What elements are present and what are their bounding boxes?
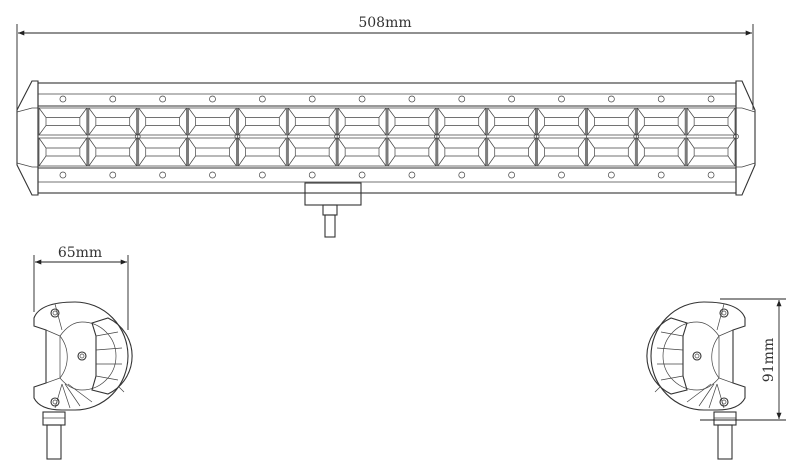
led-reflector: [287, 137, 337, 167]
led-reflector: [587, 107, 636, 136]
height-label: 91mm: [761, 338, 777, 382]
screw-hole-bottom: [109, 171, 117, 179]
screw-hole-top: [608, 95, 615, 103]
screw-hole-top: [657, 95, 665, 103]
screw-hole-bottom: [59, 171, 67, 179]
screw-hole-top: [308, 95, 316, 103]
led-reflector: [636, 137, 686, 167]
led-reflector: [138, 137, 187, 167]
led-reflector: [287, 107, 337, 136]
screw-hole-top: [458, 95, 466, 103]
screw-hole-bottom: [358, 171, 366, 179]
led-reflector: [437, 107, 487, 136]
left-end-cap: [16, 80, 39, 196]
led-reflector: [537, 107, 586, 136]
left-side-view: [33, 301, 133, 460]
led-reflector: [138, 107, 187, 136]
screw-hole-bottom: [608, 171, 615, 179]
led-reflector: [337, 137, 387, 167]
led-reflector: [188, 107, 237, 136]
screw-hole-top: [109, 95, 117, 103]
led-reflector: [636, 107, 686, 136]
front-view: [16, 80, 756, 238]
led-reflector: [387, 107, 437, 136]
led-modules: [37, 95, 739, 179]
screw-hole-bottom: [558, 171, 565, 179]
screw-hole-bottom: [508, 171, 515, 179]
led-reflector: [38, 107, 88, 136]
screw-hole-bottom: [458, 171, 466, 179]
led-reflector: [587, 137, 636, 167]
led-reflector: [238, 137, 287, 167]
screw-hole-bottom: [308, 171, 316, 179]
depth-label: 65mm: [58, 245, 102, 261]
screw-hole-bottom: [259, 171, 266, 179]
screw-hole-bottom: [657, 171, 665, 179]
screw-hole-top: [508, 95, 515, 103]
screw-hole-bottom: [408, 171, 416, 179]
led-reflector: [487, 107, 536, 136]
screw-hole-top: [259, 95, 266, 103]
screw-hole-top: [159, 95, 166, 103]
led-reflector: [88, 137, 138, 167]
led-reflector: [437, 137, 487, 167]
led-reflector: [38, 137, 88, 167]
length-dimension: 508mm: [16, 15, 754, 110]
right-end-cap: [735, 80, 756, 196]
mounting-bolt: [324, 214, 336, 238]
led-reflector: [238, 107, 287, 136]
height-dimension: 91mm: [700, 298, 786, 421]
led-reflector: [686, 137, 736, 167]
screw-hole-bottom: [707, 171, 715, 179]
screw-hole-top: [408, 95, 416, 103]
screw-hole-bottom: [209, 171, 216, 179]
led-reflector: [387, 137, 437, 167]
center-screw: [733, 133, 739, 140]
depth-dimension: 65mm: [33, 245, 129, 330]
screw-hole-top: [358, 95, 366, 103]
led-reflector: [337, 107, 387, 136]
mounting-bracket: [304, 182, 362, 206]
led-reflector: [188, 137, 237, 167]
screw-hole-top: [209, 95, 216, 103]
led-reflector: [686, 107, 736, 136]
led-reflector: [487, 137, 536, 167]
screw-hole-top: [558, 95, 565, 103]
length-label: 508mm: [358, 15, 411, 31]
screw-hole-top: [59, 95, 67, 103]
led-reflector: [537, 137, 586, 167]
screw-hole-top: [707, 95, 715, 103]
led-reflector: [88, 107, 138, 136]
screw-hole-bottom: [159, 171, 166, 179]
right-side-view: [646, 301, 746, 460]
